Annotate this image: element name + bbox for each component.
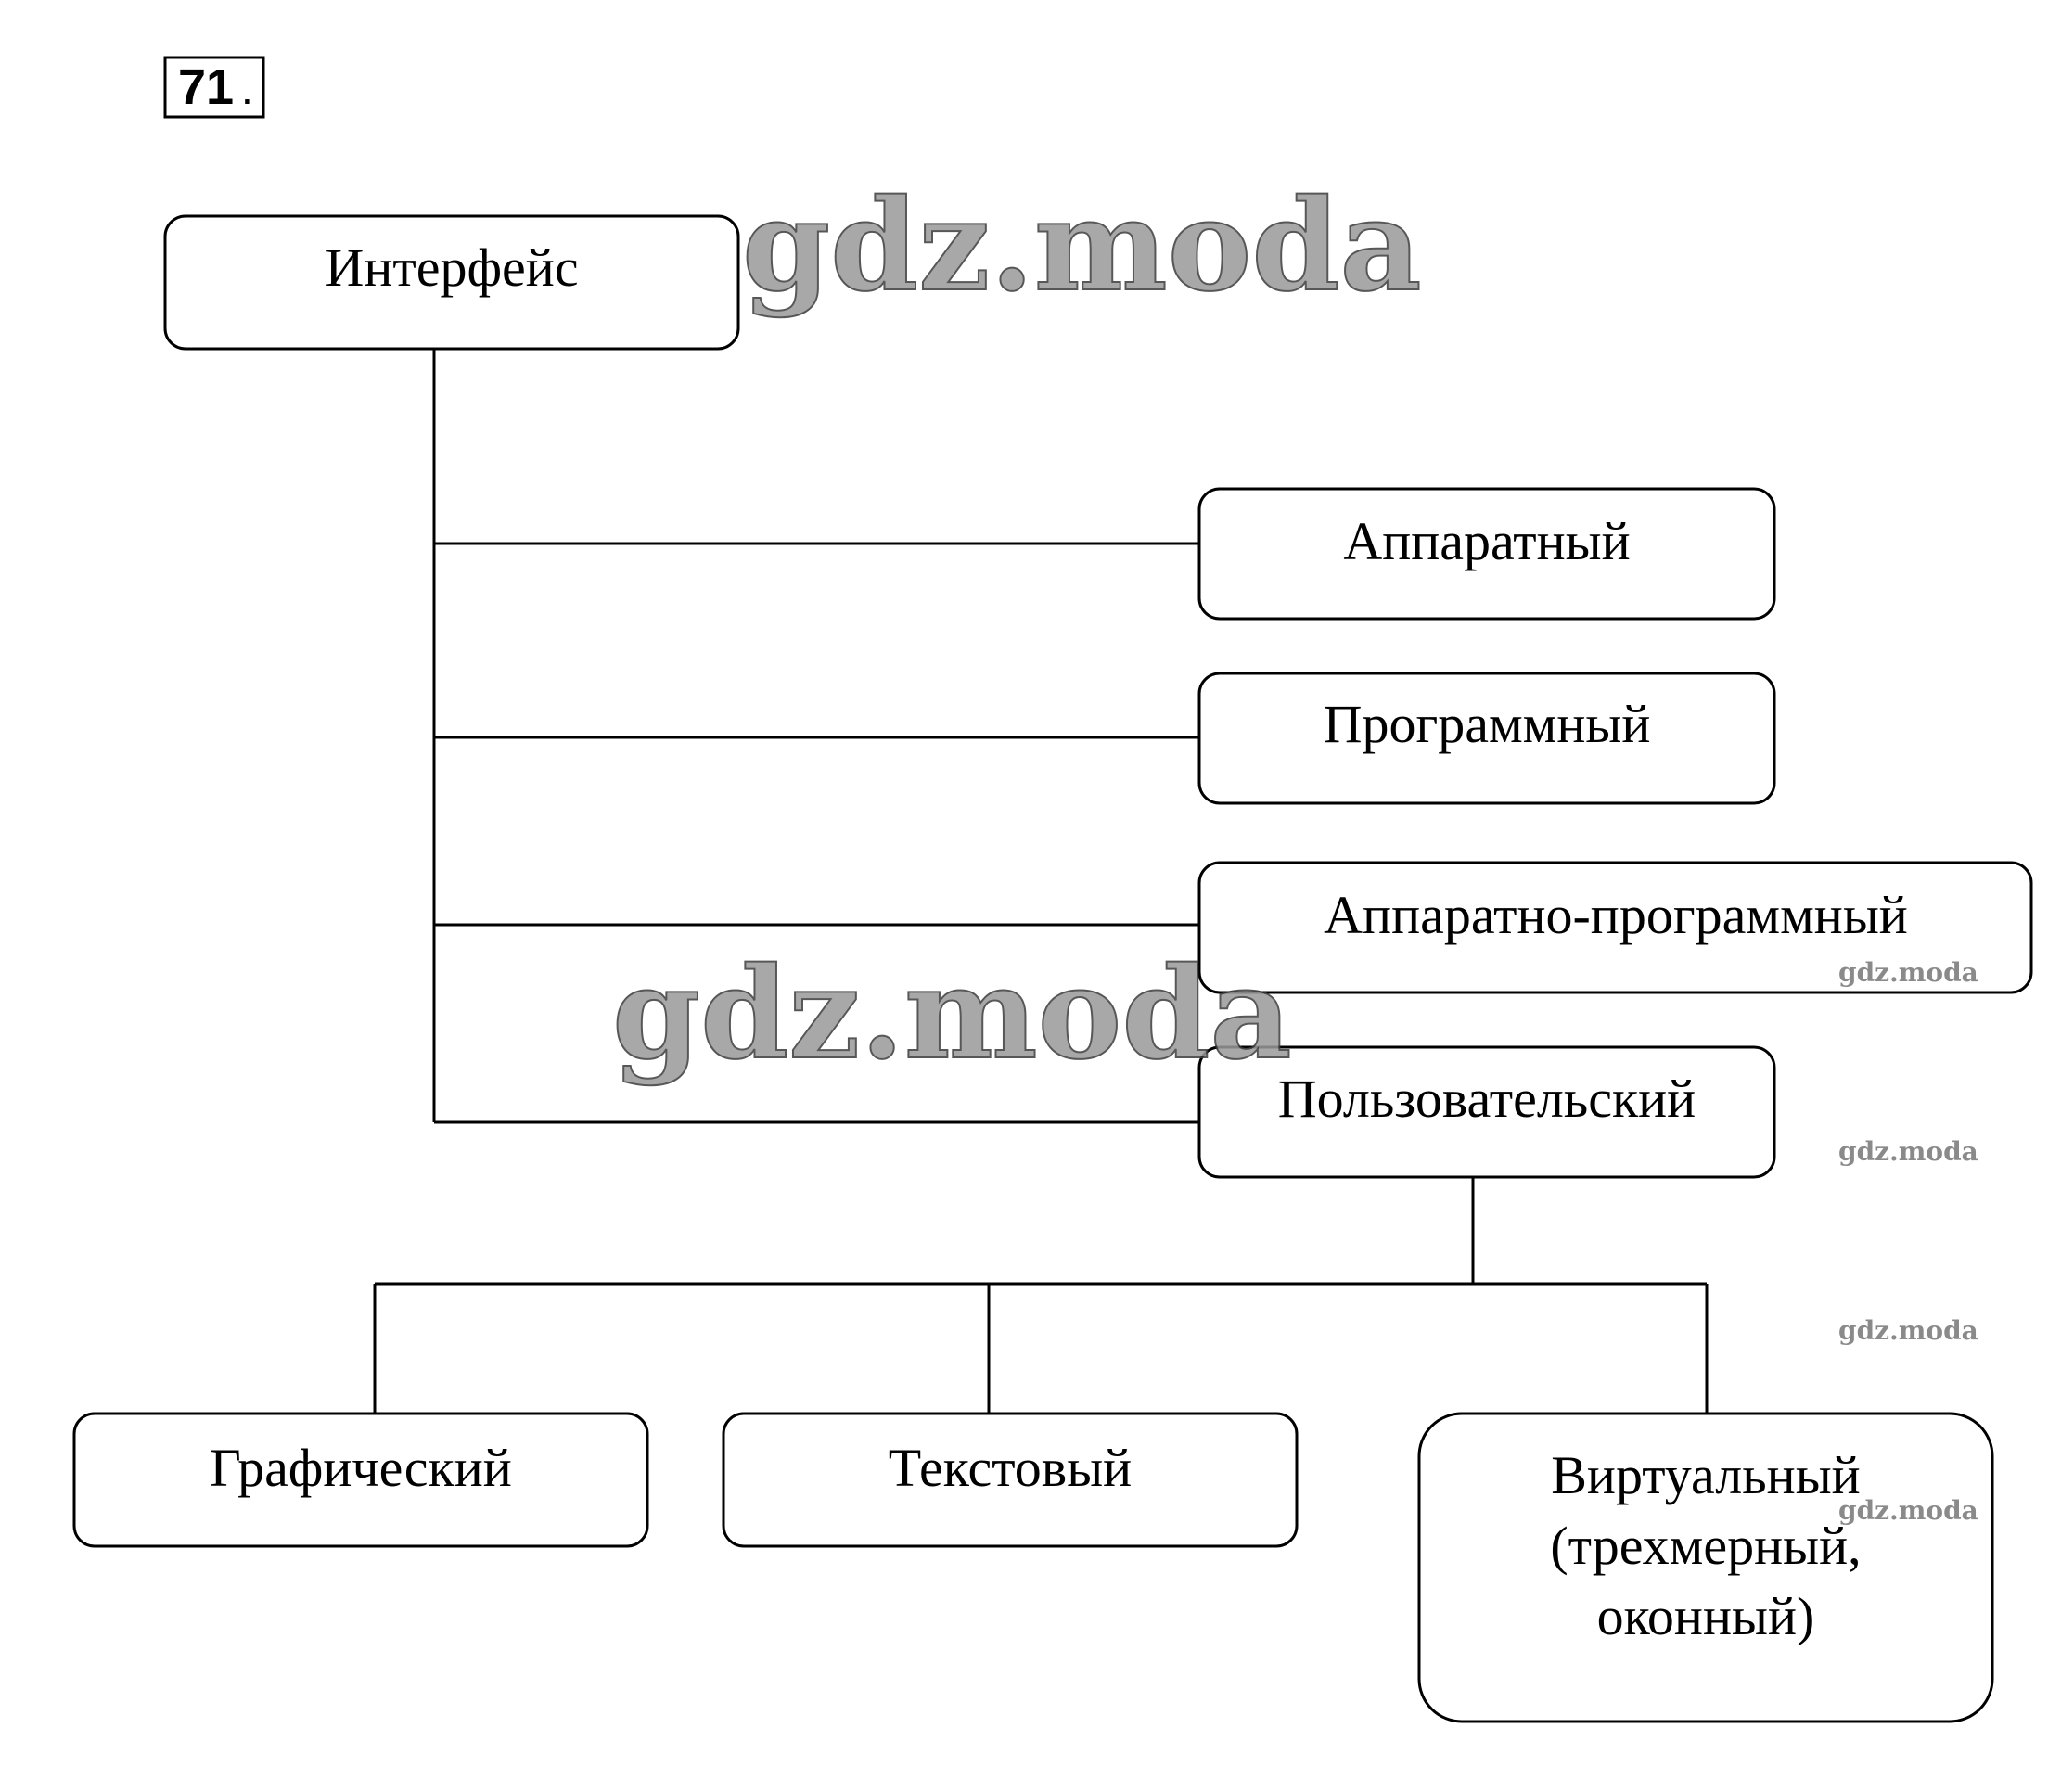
- node-virtual-line-3: оконный): [1597, 1586, 1815, 1646]
- node-hardware-box: [1197, 487, 1776, 621]
- node-text: Текстовый: [722, 1412, 1299, 1548]
- node-text-box: [722, 1412, 1299, 1548]
- watermark-small-2: gdz.moda: [1838, 1136, 1978, 1167]
- node-virtual-line-2: (трехмерный,: [1550, 1516, 1861, 1576]
- node-graphic: Графический: [72, 1412, 649, 1548]
- node-hardware-software-label: Аппаратно-программный: [1324, 885, 1908, 945]
- node-software-label: Программный: [1324, 694, 1651, 754]
- node-graphic-label: Графический: [210, 1438, 512, 1498]
- node-virtual-box: [1417, 1412, 1994, 1723]
- node-software: Программный: [1197, 672, 1776, 805]
- node-hardware-software: Аппаратно-программный: [1197, 861, 2033, 994]
- task-number-label: 71 .: [163, 56, 265, 119]
- watermark-small-3: gdz.moda: [1838, 1315, 1978, 1346]
- node-hardware-software-box: [1197, 861, 2033, 994]
- watermark-small-1: gdz.moda: [1838, 957, 1978, 988]
- task-number-frame: [163, 56, 265, 119]
- node-software-box: [1197, 672, 1776, 805]
- watermark-small-4: gdz.moda: [1838, 1495, 1978, 1526]
- node-root: Интерфейс: [163, 214, 740, 351]
- node-user-box: [1197, 1045, 1776, 1179]
- node-root-box: [163, 214, 740, 351]
- node-user-label: Пользовательский: [1278, 1069, 1696, 1129]
- node-text-label: Текстовый: [889, 1438, 1132, 1498]
- task-number-suffix: .: [241, 65, 253, 113]
- node-virtual: Виртуальный (трехмерный, оконный): [1417, 1412, 1994, 1723]
- node-user: Пользовательский: [1197, 1045, 1776, 1179]
- node-root-label: Интерфейс: [325, 237, 578, 298]
- node-graphic-box: [72, 1412, 649, 1548]
- watermark-large-middle: gdz.moda: [612, 940, 1292, 1088]
- node-hardware-label: Аппаратный: [1343, 511, 1630, 571]
- task-number: 71: [178, 59, 234, 115]
- watermarks: gdz.moda gdz.moda gdz.moda gdz.moda gdz.…: [611, 171, 1978, 1526]
- node-virtual-line-1: Виртуальный: [1551, 1445, 1860, 1505]
- node-hardware: Аппаратный: [1197, 487, 1776, 621]
- connectors: [373, 349, 1709, 1414]
- watermark-large-top: gdz.moda: [742, 172, 1422, 320]
